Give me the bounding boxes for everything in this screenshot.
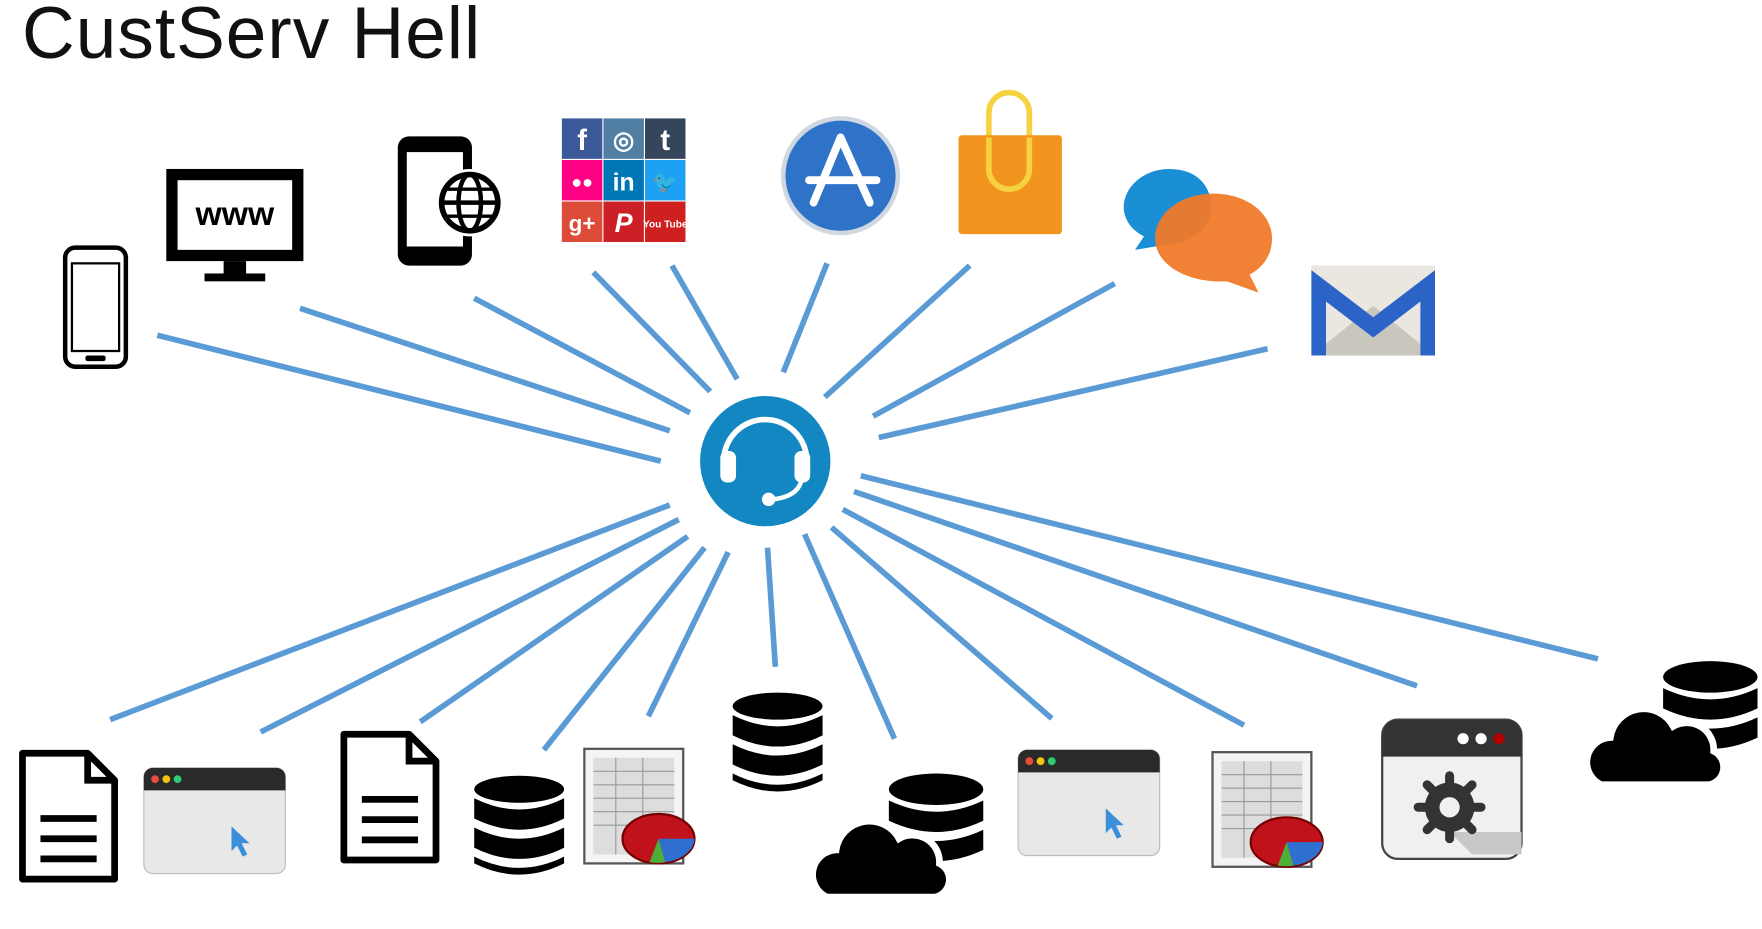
connector-lines [109, 262, 1599, 752]
connector-line [780, 262, 830, 374]
headset-icon [720, 416, 811, 507]
cloud-database-icon [1587, 661, 1758, 785]
pinterest-icon: P [615, 208, 634, 238]
mobile-web-icon [397, 136, 504, 266]
connector-line [802, 533, 898, 740]
connector-line [853, 488, 1418, 689]
database-icon [732, 692, 823, 792]
smartphone-icon [62, 245, 129, 369]
document-icon [22, 753, 114, 879]
flickr-icon: ●● [571, 172, 593, 192]
youtube-icon: You Tube [643, 219, 688, 230]
database-icon [474, 775, 565, 875]
app-window-icon [1017, 749, 1161, 857]
connector-line [822, 263, 972, 400]
spreadsheet-chart-icon [1211, 751, 1324, 868]
connector-line [418, 534, 690, 725]
connector-line [871, 281, 1117, 419]
connector-line [764, 547, 779, 667]
shopping-bag-icon [958, 89, 1062, 235]
app-store-icon [780, 116, 901, 236]
mail-icon [1311, 265, 1435, 356]
www-label: www [195, 195, 275, 233]
social-media-grid-icon: f ◎ t ●● in 🐦 g+ P You Tube [561, 118, 688, 243]
connector-line [109, 502, 671, 723]
cloud-database-icon [813, 774, 984, 898]
web-monitor-icon: www [166, 168, 304, 282]
document-icon [344, 734, 436, 860]
connector-line [669, 264, 740, 381]
settings-window-icon [1381, 718, 1523, 861]
instagram-icon: ◎ [613, 128, 635, 155]
tumblr-icon: t [660, 125, 670, 157]
app-window-icon [143, 767, 286, 875]
connector-line [541, 545, 707, 752]
connector-line [259, 517, 681, 735]
google-plus-icon: g+ [569, 211, 596, 236]
connector-line [299, 305, 671, 434]
twitter-icon: 🐦 [653, 172, 678, 194]
connector-line [841, 506, 1246, 728]
connector-line [860, 473, 1599, 662]
facebook-icon: f [577, 125, 587, 157]
chat-bubbles-icon [1123, 168, 1273, 293]
customer-service-hub [700, 395, 831, 527]
connector-line [156, 332, 662, 464]
connector-line [645, 550, 731, 718]
spreadsheet-chart-icon [583, 747, 696, 865]
connector-line [829, 525, 1054, 721]
page-title: CustServ Hell [22, 0, 482, 74]
connector-line [591, 270, 713, 394]
linkedin-icon: in [613, 169, 635, 196]
connector-line [472, 295, 692, 416]
connector-line [878, 346, 1269, 441]
